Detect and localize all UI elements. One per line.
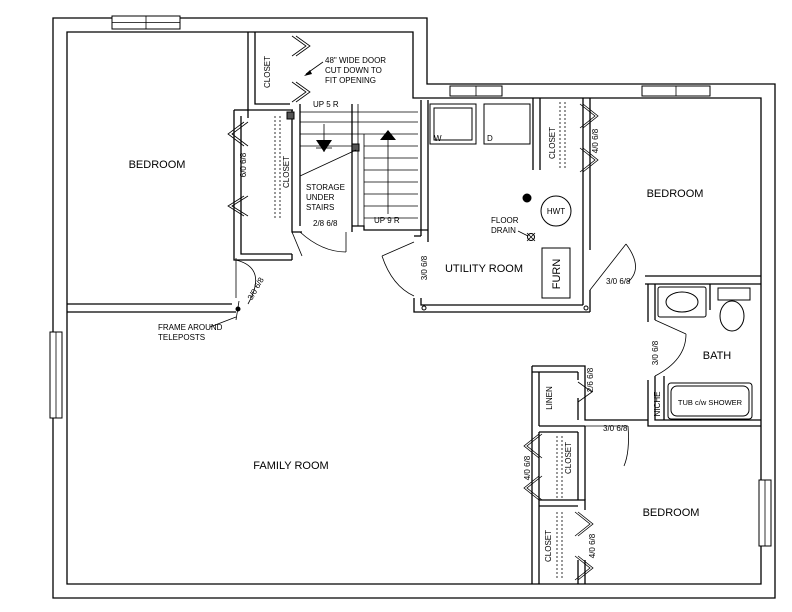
door-note-line-3: FIT OPENING — [325, 76, 376, 85]
frame-note-line-2: TELEPOSTS — [158, 333, 205, 342]
exterior-walls — [52, 17, 776, 599]
hwt-label: HWT — [547, 207, 565, 216]
storage-label-line-2: UNDER — [306, 193, 335, 202]
door-label-60-68: 6/0 6/8 — [239, 152, 248, 177]
stair-up-9r-label: UP 9 R — [374, 216, 400, 225]
door-label-30-68-utility: 3/0 6/8 — [420, 255, 429, 280]
interior-walls — [67, 32, 761, 584]
room-label-bedroom-right-bottom: BEDROOM — [643, 507, 700, 519]
closet-label-top: CLOSET — [263, 56, 272, 88]
frame-note-line-1: FRAME AROUND — [158, 323, 223, 332]
storage-label-line-3: STAIRS — [306, 203, 334, 212]
room-label-bedroom-left: BEDROOM — [129, 159, 186, 171]
storage-label-line-1: STORAGE — [306, 183, 345, 192]
windows — [49, 15, 772, 547]
dryer-label: D — [487, 134, 493, 143]
door-label-26-68: 2/6 6/8 — [586, 367, 595, 392]
door-note-line-2: CUT DOWN TO — [325, 66, 382, 75]
room-label-bath: BATH — [703, 350, 732, 362]
tub-label: TUB c/w SHOWER — [678, 398, 743, 407]
fixtures — [235, 103, 753, 420]
washer-label: W — [434, 134, 442, 143]
door-label-40-68-top: 4/0 6/8 — [591, 128, 600, 153]
floor-drain-line-2: DRAIN — [491, 226, 516, 235]
door-label-30-68-bath: 3/0 6/8 — [651, 340, 660, 365]
niche-label: NICHE — [653, 392, 662, 417]
stair-up-5r-label: UP 5 R — [313, 100, 339, 109]
floor-drain-line-1: FLOOR — [491, 216, 519, 225]
door-label-30-68-utility-right: 3/0 6/8 — [606, 277, 631, 286]
closet-label-bedroom-right-top: CLOSET — [548, 127, 557, 159]
closet-rods — [274, 102, 566, 580]
door-label-40-68-bottom: 4/0 6/8 — [588, 533, 597, 558]
room-label-family: FAMILY ROOM — [253, 460, 328, 472]
closet-label-mid: CLOSET — [564, 442, 573, 474]
room-labels: BEDROOM BEDROOM BEDROOM UTILITY ROOM FAM… — [129, 159, 732, 519]
linen-label: LINEN — [545, 386, 554, 410]
room-label-bedroom-right-top: BEDROOM — [647, 188, 704, 200]
furnace-label: FURN — [551, 259, 563, 290]
door-label-28-68: 2/8 6/8 — [313, 219, 338, 228]
closet-label-bottom: CLOSET — [544, 530, 553, 562]
door-note-line-1: 48" WIDE DOOR — [325, 56, 386, 65]
stairs — [286, 104, 418, 226]
door-label-30-68-bedroom-left: 3/0 6/8 — [246, 275, 266, 301]
room-label-utility: UTILITY ROOM — [445, 263, 523, 275]
swing-doors — [235, 231, 687, 467]
closet-label-left: CLOSET — [282, 156, 291, 188]
door-label-30-68-bedroom-bottom: 3/0 6/8 — [603, 424, 628, 433]
bifold-doors — [227, 35, 599, 581]
door-label-40-68-mid: 4/0 6/8 — [523, 455, 532, 480]
annotations: 48" WIDE DOOR CUT DOWN TO FIT OPENING UP… — [158, 56, 743, 433]
